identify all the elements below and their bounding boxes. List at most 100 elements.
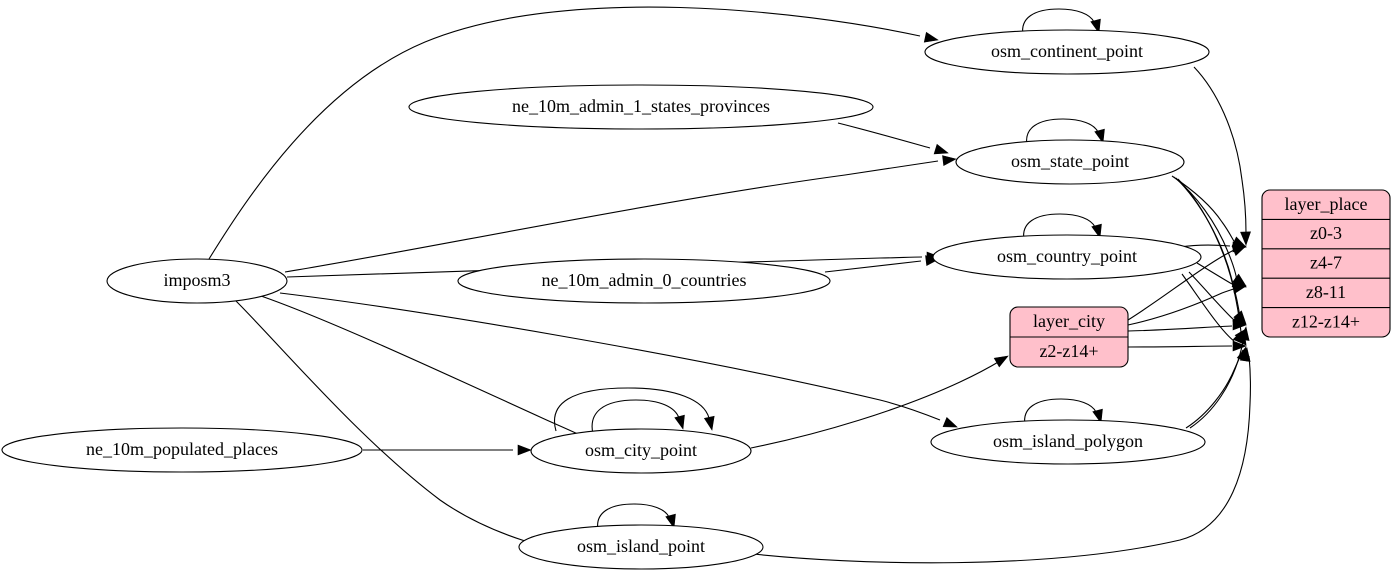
- edge-path: [750, 360, 1001, 449]
- node-osm_state_point[interactable]: osm_state_point: [955, 139, 1185, 185]
- node-label: imposm3: [163, 270, 230, 290]
- edge-ne_10m_admin_0_countries-to-osm_country_point: [824, 255, 940, 273]
- edge-osm_continent_point-to-layer_place_z0_3: [1193, 66, 1251, 246]
- edge-osm_island_point-to-layer_place_z12_14: [743, 347, 1251, 564]
- edge-imposm3-to-osm_island_point: [235, 300, 544, 548]
- edge-arrowhead: [665, 513, 676, 529]
- node-label: osm_island_polygon: [993, 431, 1143, 451]
- edge-arrowhead: [925, 255, 940, 267]
- edge-path: [1196, 262, 1233, 285]
- edge-path: [554, 387, 710, 432]
- edge-arrowhead: [942, 155, 957, 167]
- node-label: ne_10m_admin_1_states_provinces: [512, 96, 770, 116]
- record-title[interactable]: layer_city: [1033, 311, 1105, 331]
- edge-arrowhead: [1231, 283, 1247, 295]
- edge-osm_city_point-to-osm_city_point: [554, 387, 715, 432]
- node-shape: [518, 524, 764, 570]
- node-label: ne_10m_admin_0_countries: [542, 270, 747, 290]
- record-row-label[interactable]: z12-z14+: [1292, 311, 1360, 331]
- edge-path: [597, 503, 670, 531]
- edge-layer_city-to-layer_place_z12_14: [1127, 340, 1247, 352]
- edge-path: [1024, 398, 1097, 426]
- edge-imposm3-to-osm_state_point: [284, 155, 957, 273]
- edge-arrowhead: [1232, 340, 1247, 352]
- node-ne_10m_admin_1_states_provinces[interactable]: ne_10m_admin_1_states_provinces: [408, 84, 874, 130]
- node-label: osm_country_point: [997, 246, 1137, 266]
- edge-imposm3-to-osm_island_polygon: [279, 292, 958, 428]
- edge-arrowhead: [1094, 128, 1105, 144]
- node-osm_country_point[interactable]: osm_country_point: [932, 234, 1202, 280]
- edge-osm_state_point-to-layer_place_z0_3: [1171, 175, 1247, 248]
- edge-osm_island_polygon-to-osm_island_polygon: [1024, 398, 1103, 426]
- edge-path: [1188, 271, 1235, 321]
- edge-path: [235, 300, 526, 542]
- edge-arrowhead: [942, 416, 958, 428]
- edge-path: [591, 399, 680, 435]
- edge-path: [824, 260, 922, 273]
- edge-ne_10m_admin_1_states_provinces-to-osm_state_point: [837, 122, 949, 155]
- edge-path: [284, 160, 939, 273]
- node-shape: [930, 419, 1206, 465]
- node-osm_continent_point[interactable]: osm_continent_point: [924, 29, 1210, 75]
- node-imposm3[interactable]: imposm3: [106, 258, 288, 304]
- edge-path: [1023, 213, 1096, 241]
- record-layer_city[interactable]: layer_city z2-z14+: [1009, 306, 1129, 368]
- edge-path: [208, 6, 921, 260]
- edge-osm_country_point-to-osm_country_point: [1023, 213, 1102, 241]
- node-osm_island_polygon[interactable]: osm_island_polygon: [930, 419, 1206, 465]
- node-label: osm_city_point: [585, 440, 697, 460]
- node-ne_10m_populated_places[interactable]: ne_10m_populated_places: [1, 427, 363, 473]
- node-shape: [1, 427, 363, 473]
- record-row-label[interactable]: z4-7: [1310, 253, 1342, 273]
- edge-path: [1127, 325, 1233, 332]
- edge-path: [743, 355, 1251, 564]
- edge-osm_state_point-to-osm_state_point: [1026, 118, 1105, 146]
- edge-arrowhead: [1091, 223, 1102, 239]
- node-shape: [955, 139, 1185, 185]
- edge-path: [1171, 175, 1236, 244]
- edge-path: [1127, 247, 1239, 321]
- record-row-label[interactable]: z8-11: [1306, 282, 1346, 302]
- node-ne_10m_admin_0_countries[interactable]: ne_10m_admin_0_countries: [457, 258, 831, 304]
- edge-ne_10m_populated_places-to-osm_city_point: [362, 444, 532, 456]
- edge-arrowhead: [703, 415, 715, 431]
- node-label: osm_island_point: [577, 536, 705, 556]
- edge-path: [837, 122, 931, 149]
- edge-path: [279, 292, 941, 421]
- record-row-label[interactable]: z0-3: [1310, 223, 1342, 243]
- edge-arrowhead: [923, 31, 939, 43]
- edge-arrowhead: [1232, 319, 1247, 331]
- node-shape: [932, 234, 1202, 280]
- node-shape: [457, 258, 831, 304]
- node-osm_island_point[interactable]: osm_island_point: [518, 524, 764, 570]
- edge-path: [1185, 349, 1244, 429]
- edge-path: [1022, 8, 1095, 36]
- edge-path: [1181, 273, 1235, 342]
- edge-layer_city-to-layer_place_z0_3: [1127, 245, 1247, 321]
- edge-imposm3-to-osm_continent_point: [208, 6, 939, 260]
- node-osm_city_point[interactable]: osm_city_point: [530, 428, 752, 474]
- edge-path: [1193, 66, 1247, 234]
- record-row-label[interactable]: z2-z14+: [1039, 341, 1098, 361]
- edge-arrowhead: [1231, 245, 1247, 257]
- node-label: ne_10m_populated_places: [86, 439, 278, 459]
- edge-arrowhead: [993, 355, 1009, 368]
- edge-arrowhead: [674, 414, 685, 430]
- edge-arrowhead: [1092, 408, 1103, 424]
- nodes-layer: imposm3 ne_10m_admin_1_states_provincesne…: [1, 29, 1210, 570]
- record-title[interactable]: layer_place: [1285, 194, 1368, 214]
- edge-osm_island_point-to-osm_island_point: [597, 503, 676, 531]
- edge-osm_city_point-to-osm_city_point: [591, 399, 685, 435]
- edges-layer: [208, 6, 1251, 564]
- edge-layer_city-to-layer_place_z8_11: [1127, 319, 1247, 332]
- node-label: osm_continent_point: [991, 41, 1143, 61]
- edge-path: [1127, 286, 1241, 326]
- edge-osm_continent_point-to-osm_continent_point: [1022, 8, 1101, 36]
- edge-arrowhead: [1238, 326, 1250, 341]
- node-label: osm_state_point: [1011, 151, 1129, 171]
- node-shape: [924, 29, 1210, 75]
- record-layer_place[interactable]: layer_place z0-3 z4-7 z8-11 z12-z14+: [1261, 189, 1391, 338]
- node-shape: [106, 258, 288, 304]
